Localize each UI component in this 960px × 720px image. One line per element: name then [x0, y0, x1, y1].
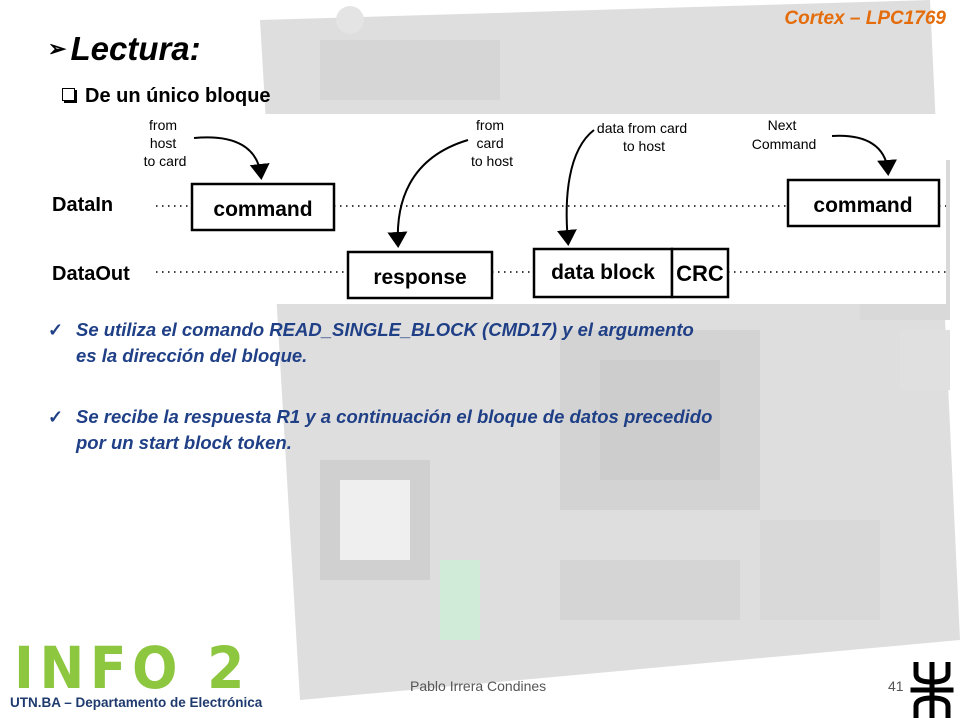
bullet-item: ✓ Se utiliza el comando READ_SINGLE_BLOC… [44, 317, 924, 369]
department-label: UTN.BA – Departamento de Electrónica [10, 695, 263, 710]
slide-title-text: Lectura: [70, 30, 201, 67]
command-box-1-label: command [213, 198, 312, 221]
data-block-box [532, 247, 674, 299]
bullet-item: ✓ Se recibe la respuesta R1 y a continua… [44, 404, 924, 456]
label-from-host-to-card: from host to card [144, 117, 187, 169]
label-from-host-to-card-line-1: from [149, 117, 177, 133]
read-single-block-diagram: DataIn DataOut command response data blo… [46, 114, 946, 304]
check-icon: ✓ [48, 320, 64, 340]
response-box-label: response [373, 266, 466, 289]
page-number: 41 [888, 678, 904, 694]
label-from-card-to-host-line-2: card [476, 135, 503, 151]
bullet-line: Se recibe la respuesta R1 y a continuaci… [76, 406, 713, 427]
label-next-command-line-2: Command [752, 136, 817, 152]
utn-logo-icon [910, 662, 954, 718]
bullet-line: es la dirección del bloque. [76, 345, 308, 366]
brand-label: Cortex – LPC1769 [784, 8, 946, 29]
info2-logo: INFO 2 [14, 636, 250, 696]
arrow-card-to-host [387, 139, 469, 248]
label-from-card-to-host-line-1: from [476, 117, 504, 133]
arrow-next-command [831, 134, 898, 176]
response-box [346, 250, 494, 300]
slide-subtitle-text: De un único bloque [85, 85, 271, 107]
checkbox-icon [62, 88, 75, 101]
label-from-card-to-host: from card to host [471, 117, 513, 169]
label-data-from-card-line-2: to host [623, 138, 665, 154]
arrow-host-to-card [193, 136, 270, 180]
command-box-2 [786, 178, 941, 228]
label-data-from-card-to-host: data from card to host [597, 120, 691, 154]
slide-subtitle: De un único bloque [62, 85, 271, 108]
footer-author: Pablo Irrera Condines [410, 678, 547, 694]
check-icon: ✓ [48, 407, 64, 427]
crc-box-label: CRC [676, 261, 724, 286]
label-data-from-card-line-1: data from card [597, 120, 687, 136]
arrow-data-card-to-host [556, 129, 595, 246]
command-box-1 [190, 182, 336, 232]
crc-box [670, 247, 730, 299]
label-from-host-to-card-line-2: host [150, 135, 177, 151]
info2-logo-text: INFO 2 [14, 636, 250, 696]
label-from-host-to-card-line-3: to card [144, 153, 187, 169]
signal-label-dataout: DataOut [52, 263, 130, 285]
arrow-right-icon: ➢ [48, 36, 67, 61]
bullet-line: Se utiliza el comando READ_SINGLE_BLOCK … [76, 319, 694, 340]
label-next-command: Next Command [752, 117, 817, 152]
label-from-card-to-host-line-3: to host [471, 153, 513, 169]
signal-label-datain: DataIn [52, 194, 113, 216]
slide-title: ➢Lectura: [48, 30, 201, 68]
bullet-line: por un start block token. [76, 432, 292, 453]
label-next-command-line-1: Next [768, 117, 797, 133]
command-box-2-label: command [813, 194, 912, 217]
data-block-box-label: data block [551, 261, 655, 284]
